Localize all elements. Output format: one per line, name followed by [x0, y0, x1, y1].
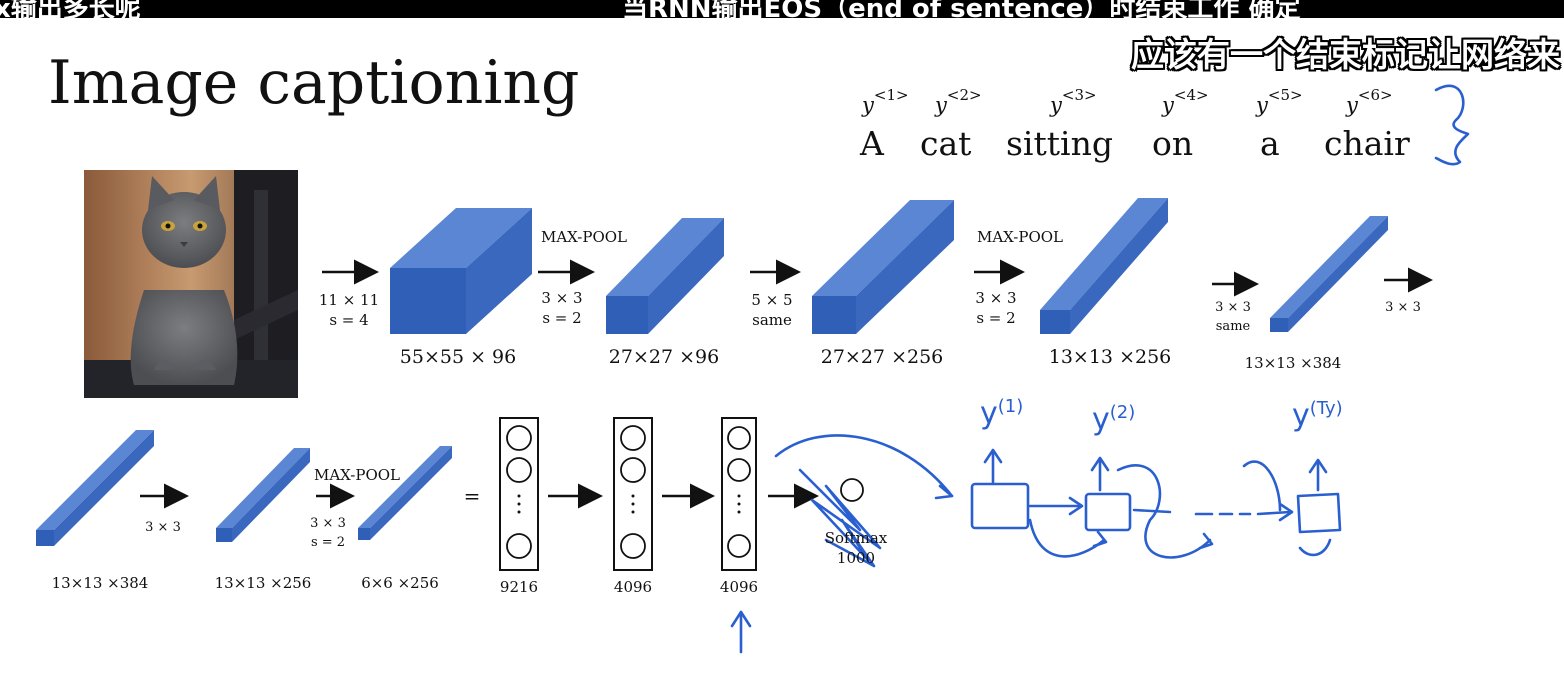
pool3-title: MAX-POOL — [313, 466, 401, 484]
y-label-4: y<4> — [1162, 86, 1209, 117]
y-label-3: y<3> — [1050, 86, 1097, 117]
fc-vector-3 — [721, 417, 757, 571]
conv5-label: 3 × 3 — [145, 520, 181, 535]
rnn-cell-1 — [970, 482, 1030, 530]
caption-word-2: cat — [920, 124, 972, 163]
caption-word-1: A — [860, 124, 884, 163]
dim-label-5: 13×13 ×384 — [1244, 354, 1342, 372]
dim-label-3: 27×27 ×256 — [820, 346, 944, 368]
pool1-title: MAX-POOL — [540, 228, 628, 246]
dim-label-2: 27×27 ×96 — [608, 346, 720, 368]
y-label-5: y<5> — [1256, 86, 1303, 117]
softmax-node — [840, 478, 864, 502]
fc-vector-1 — [499, 417, 539, 571]
volume-block-6 — [36, 430, 154, 546]
subtitle-left: x输出多长呢 — [0, 0, 141, 18]
handwritten-yty: y(Ty) — [1292, 398, 1343, 433]
caption-word-5: a — [1260, 124, 1280, 163]
volume-block-3 — [812, 200, 954, 334]
caption-word-4: on — [1152, 124, 1194, 163]
y-label-6: y<6> — [1346, 86, 1393, 117]
volume-block-8 — [358, 446, 452, 540]
conv4-label: 3 × 3 — [1385, 300, 1421, 315]
cat-photo — [84, 170, 298, 398]
vector-size-3: 4096 — [719, 578, 759, 596]
dim-label-6: 13×13 ×384 — [51, 574, 149, 592]
volume-block-2 — [606, 218, 724, 334]
fc-vector-2 — [613, 417, 653, 571]
subtitle-top: 当RNN输出EOS（end of sentence）时结束工作 确定 — [622, 0, 1301, 18]
pool2-title: MAX-POOL — [976, 228, 1064, 246]
dim-label-7: 13×13 ×256 — [214, 574, 312, 592]
vector-size-1: 9216 — [499, 578, 539, 596]
rnn-cell-ty — [1296, 492, 1342, 534]
scribble-out — [798, 468, 882, 568]
handwritten-y1: y(1) — [980, 396, 1024, 431]
dim-label-4: 13×13 ×256 — [1048, 346, 1172, 368]
handwritten-annotations — [730, 84, 1470, 654]
volume-block-4 — [1040, 198, 1168, 334]
y-label-2: y<2> — [935, 86, 982, 117]
rnn-cell-2 — [1084, 492, 1132, 532]
caption-word-6: chair — [1324, 124, 1410, 163]
dim-label-1: 55×55 × 96 — [399, 346, 517, 368]
y-label-1: y<1> — [862, 86, 909, 117]
curve-arrow — [774, 434, 954, 498]
subtitle-bar: x输出多长呢 当RNN输出EOS（end of sentence）时结束工作 确… — [0, 0, 1564, 18]
handwritten-y2: y(2) — [1092, 402, 1136, 437]
volume-block-7 — [216, 448, 310, 542]
equals-sign: = — [463, 484, 481, 508]
dim-label-8: 6×6 ×256 — [361, 574, 439, 592]
subtitle-right: 应该有一个结束标记让网络来 — [1131, 35, 1560, 74]
vector-size-2: 4096 — [613, 578, 653, 596]
volume-block-1 — [390, 208, 532, 334]
volume-block-5 — [1270, 216, 1388, 332]
slide-title: Image captioning — [48, 48, 580, 118]
caption-word-3: sitting — [1006, 124, 1113, 163]
